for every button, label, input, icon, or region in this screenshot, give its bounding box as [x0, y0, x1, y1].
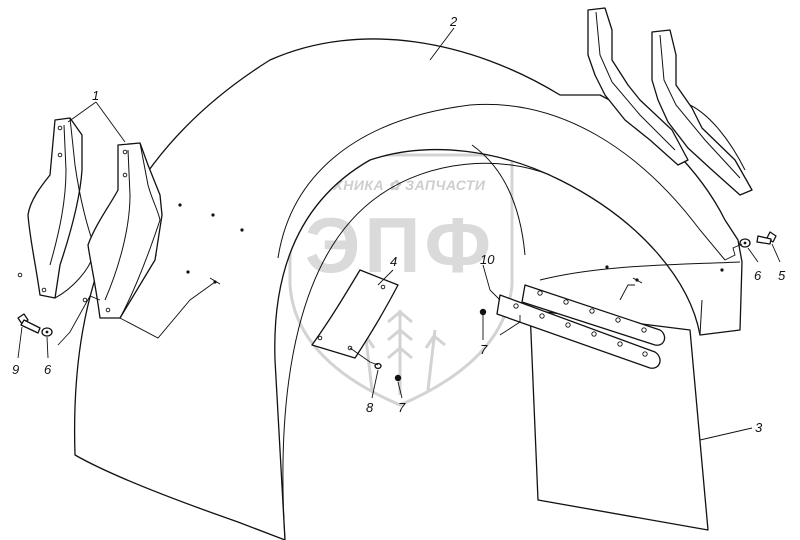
fasteners [17, 231, 777, 382]
curved-plate [311, 269, 399, 359]
callout-7-top: 7 [480, 342, 488, 357]
bracket-left-hole-1 [57, 125, 63, 131]
bracket-right-hole-1 [122, 149, 128, 155]
bracket-left-inner [49, 124, 67, 266]
bracket-right-flange [119, 142, 161, 319]
callout-9: 9 [12, 362, 19, 377]
assembly-line-plate [349, 347, 379, 366]
clamping-strips-part-10 [496, 284, 666, 369]
leader-3 [699, 427, 753, 441]
watermark-logo-letters: ЭПФ [305, 201, 495, 289]
flap-screw [632, 277, 643, 284]
leader-9 [17, 326, 23, 359]
leader-10 [482, 264, 501, 301]
callout-5: 5 [778, 268, 786, 283]
fender-right-flank [539, 261, 741, 281]
fender-screw [209, 277, 221, 285]
callout-10: 10 [480, 252, 495, 267]
bracket-top-b-rear [689, 104, 746, 171]
bracket-top-b [651, 29, 753, 196]
assembly-line-right [724, 243, 743, 261]
clamp-strip-lower [496, 294, 661, 369]
nut-top-part-7 [479, 308, 487, 316]
callout-2: 2 [449, 14, 458, 29]
plate-hole-top [380, 284, 386, 290]
leader-6-right [747, 247, 759, 263]
leader-7-bottom [397, 381, 403, 399]
washer-right-part-6 [739, 238, 751, 248]
watermark-brand-text: ТЕХНИКА ✿ ЗАПЧАСТИ [315, 177, 486, 193]
callout-labels: 1 2 3 4 5 6 6 7 7 8 9 10 [12, 14, 786, 435]
bracket-top-a-flange [595, 11, 676, 151]
bracket-left-hole-3 [17, 272, 23, 278]
assembly-line-left [57, 295, 101, 346]
bracket-left-hole-4 [41, 287, 47, 293]
bracket-right-hole-3 [82, 297, 88, 303]
leader-4 [377, 269, 394, 286]
fender-right-edge [699, 299, 703, 336]
callout-8: 8 [366, 400, 374, 415]
bolt-part-9 [17, 313, 41, 334]
bracket-right-hole-4 [105, 307, 111, 313]
callout-7-bottom: 7 [398, 400, 406, 415]
bracket-left-hole-2 [57, 152, 63, 158]
nut-bottom-part-7 [394, 374, 402, 382]
washer-left-part-6 [41, 327, 53, 337]
fender-inner-edge [282, 162, 551, 540]
plate-hole-left [317, 335, 323, 341]
bracket-right-hole-2 [122, 172, 128, 178]
assembly-line-center [119, 281, 216, 339]
bracket-left-body [27, 117, 83, 299]
callout-1: 1 [92, 88, 99, 103]
fender-inner-fold [471, 144, 526, 256]
bracket-right-part-1 [82, 142, 163, 319]
callout-6-left: 6 [44, 362, 52, 377]
callout-6-right: 6 [754, 268, 762, 283]
bracket-right-body [87, 142, 163, 319]
callout-4: 4 [390, 254, 397, 269]
leader-8 [371, 369, 379, 399]
clamp-strip-holes [513, 290, 648, 357]
bracket-left-part-1 [17, 117, 96, 299]
leader-2 [429, 27, 455, 61]
bracket-top-a [587, 7, 689, 166]
assembly-line-clamp [499, 315, 521, 336]
callout-3: 3 [755, 420, 763, 435]
bracket-top-b-flange [659, 34, 741, 179]
leader-5 [771, 243, 781, 263]
fender-ridge-line [277, 103, 726, 261]
fender-arch-part-2 [73, 38, 743, 540]
bracket-top-right-pair [587, 7, 753, 196]
leader-1a [67, 101, 97, 123]
clamp-strip-upper [521, 284, 666, 346]
watermark: ТЕХНИКА ✿ ЗАПЧАСТИ ЭПФ [288, 153, 514, 407]
leader-1b [95, 101, 126, 143]
fender-outer-face [73, 38, 743, 540]
bolt-part-5 [756, 231, 777, 245]
leader-6-left [46, 336, 49, 359]
assembly-line-flap [619, 284, 635, 301]
bracket-right-inner [104, 149, 131, 301]
leader-lines [17, 27, 781, 441]
